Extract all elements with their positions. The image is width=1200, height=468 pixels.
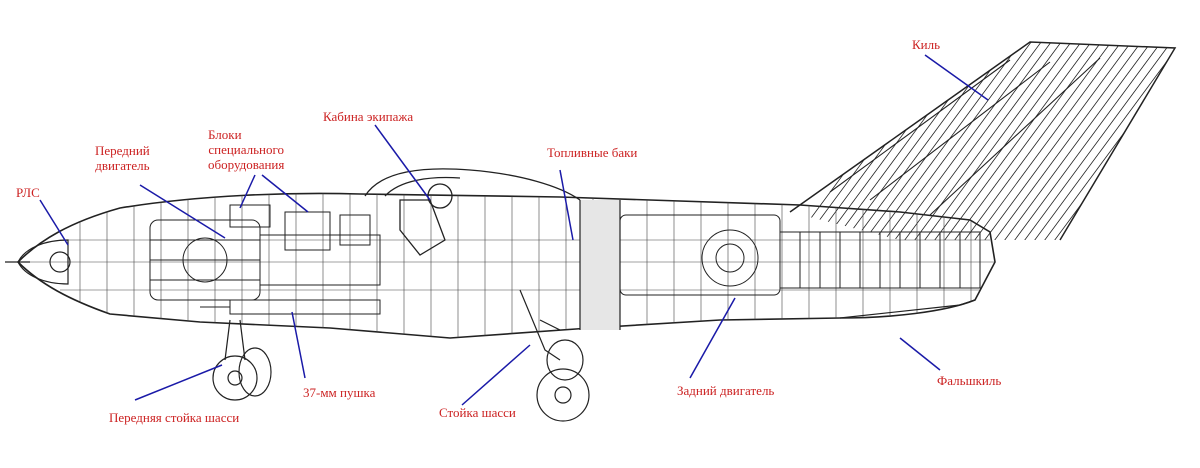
cockpit-canopy xyxy=(364,168,581,256)
label-equipment-line3: оборудования xyxy=(208,157,285,172)
cannon xyxy=(200,299,381,315)
equipment-blocks xyxy=(229,204,371,251)
front-landing-gear xyxy=(212,319,272,401)
front-engine xyxy=(149,219,381,301)
label-fuel-tanks: Топливные баки xyxy=(547,145,638,160)
leader-lines xyxy=(39,54,989,406)
label-ventral-fin: Фальшкиль xyxy=(937,373,1002,388)
label-front-engine-line2: двигатель xyxy=(95,158,150,173)
label-fin: Киль xyxy=(912,37,941,52)
label-front-engine: Передний двигатель xyxy=(95,143,150,173)
label-front-engine-line1: Передний xyxy=(95,143,150,158)
main-landing-gear xyxy=(519,289,590,422)
label-rear-engine: Задний двигатель xyxy=(677,383,775,398)
label-cannon: 37-мм пушка xyxy=(303,385,376,400)
radar-nose xyxy=(5,239,71,285)
label-equipment: Блоки специального оборудования xyxy=(208,127,284,172)
label-cockpit: Кабина экипажа xyxy=(323,109,414,124)
label-front-gear: Передняя стойка шасси xyxy=(109,410,240,425)
label-equipment-line1: Блоки xyxy=(208,127,242,142)
label-radar: РЛС xyxy=(16,185,40,200)
vertical-fin xyxy=(789,41,1177,241)
label-equipment-line2: специального xyxy=(208,142,285,157)
ventral-fin xyxy=(839,299,976,319)
rear-engine xyxy=(619,214,981,296)
label-main-gear: Стойка шасси xyxy=(439,405,516,420)
